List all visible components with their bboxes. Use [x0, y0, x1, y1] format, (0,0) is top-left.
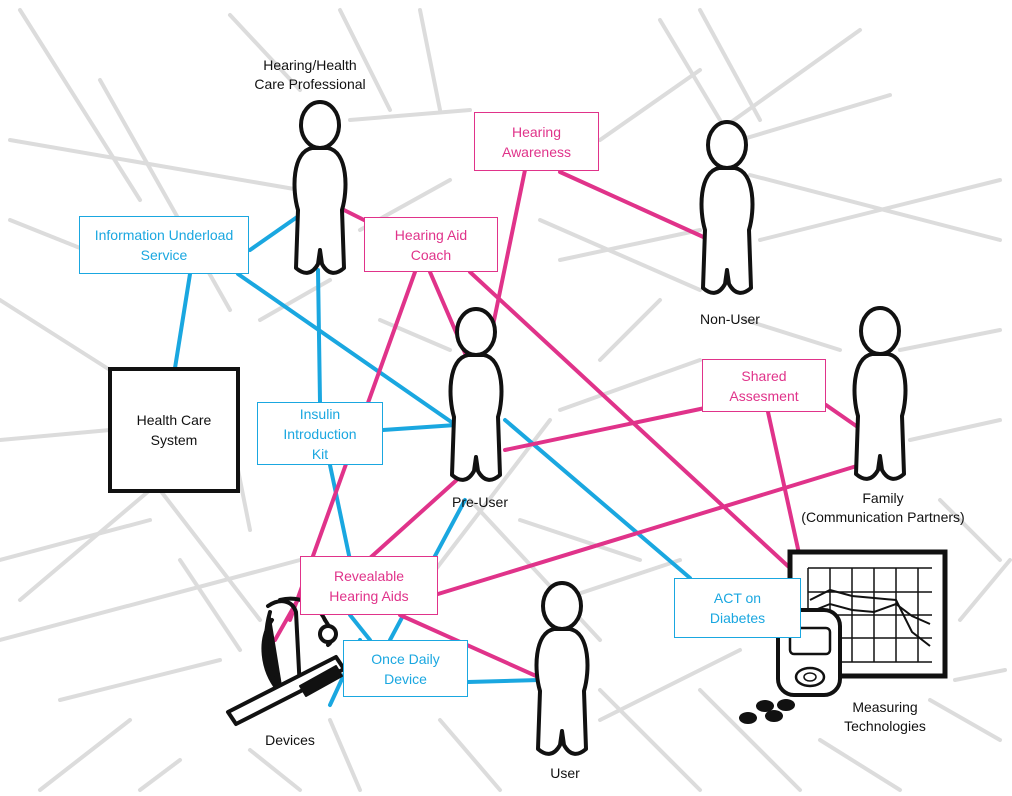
link-shared-measuring	[766, 410, 802, 560]
non-user-label: Non-User	[700, 311, 760, 327]
link-revealable-devices	[273, 594, 302, 642]
link-revealable-user	[398, 613, 547, 682]
act-on-diabetes-box: ACT on Diabetes	[674, 578, 801, 638]
link-info-healthsystem	[173, 272, 192, 370]
link-preuser-act	[503, 418, 692, 580]
family-label: Family (Communication Partners)	[801, 490, 965, 525]
link-awareness-preuser	[488, 168, 527, 342]
stethoscope-syringe-icon	[226, 596, 354, 726]
link-oncedaily-user	[466, 678, 542, 684]
person-silhouette-icon	[292, 100, 908, 756]
link-awareness-nonuser	[558, 170, 712, 242]
pink-connections	[273, 168, 864, 682]
link-insulin-preuser	[381, 423, 458, 432]
professional-label: Hearing/Health Care Professional	[254, 57, 366, 92]
link-revealable-oncedaily	[348, 613, 372, 642]
devices-label: Devices	[265, 732, 315, 748]
pre-user-figure	[448, 307, 504, 482]
hearing-aid-coach-box: Hearing Aid Coach	[364, 217, 498, 272]
link-insulin-devices	[328, 463, 352, 562]
glucose-meter-chart-icon	[739, 549, 948, 724]
non-user-figure	[699, 120, 755, 295]
insulin-introduction-kit-box: Insulin Introduction Kit	[257, 402, 383, 465]
link-professional-insulin	[316, 268, 322, 404]
link-revealable-family	[436, 463, 862, 596]
shared-assesment-box: Shared Assesment	[702, 359, 826, 412]
link-preuser-shared	[503, 406, 707, 452]
user-figure	[534, 581, 590, 756]
link-info-preuser	[236, 272, 462, 430]
hearing-awareness-box: Hearing Awareness	[474, 112, 599, 171]
user-label: User	[550, 765, 580, 781]
link-preuser-revealable	[368, 466, 472, 560]
pre-user-label: Pre-User	[451, 494, 508, 510]
professional-figure	[292, 100, 348, 275]
information-underload-service-box: Information Underload Service	[79, 216, 249, 274]
measuring-technologies-label: Measuring Technologies	[844, 699, 926, 734]
link-coach-measuring	[468, 270, 792, 570]
link-professional-coach	[338, 206, 370, 224]
once-daily-device-box: Once Daily Device	[343, 640, 468, 697]
link-info-professional	[248, 213, 302, 252]
revealable-hearing-aids-box: Revealable Hearing Aids	[300, 556, 438, 615]
health-care-system-box: Health Care System	[108, 367, 240, 493]
family-figure	[852, 306, 908, 481]
